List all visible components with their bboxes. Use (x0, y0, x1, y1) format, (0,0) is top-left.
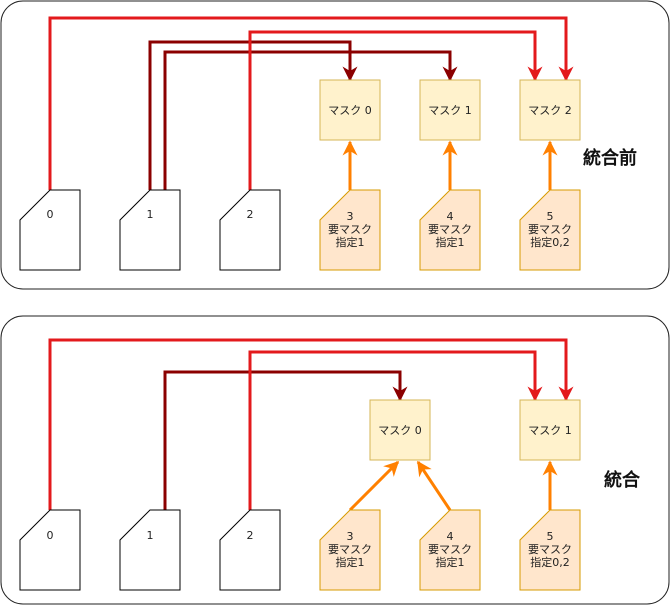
request-number: 4 (447, 530, 454, 543)
mask-label: マスク 1 (428, 104, 472, 117)
page-node: 1 (119, 189, 181, 271)
request-spec: 指定1 (336, 555, 365, 569)
connector-page0-mask2 (48, 16, 574, 190)
page-label: 2 (247, 529, 254, 542)
request-node: 3 要マスク 指定1 (319, 189, 381, 271)
panel-before: 0 1 2 マスク 0 マスク 1 マスク 2 3 要マスク 指定1 (0, 0, 670, 290)
request-spec: 指定1 (336, 235, 365, 249)
mask-label: マスク 2 (528, 104, 572, 117)
page-label: 0 (47, 208, 54, 221)
page-node: 1 (119, 509, 181, 591)
page-shape (219, 189, 281, 271)
connector-page1-mask1 (163, 50, 458, 190)
mask-box (519, 399, 581, 461)
request-number: 5 (547, 530, 554, 543)
request-label: 要マスク (328, 223, 372, 236)
page-node: 2 (219, 189, 281, 271)
page-node: 0 (19, 189, 81, 271)
mask-node: マスク 1 (419, 79, 481, 141)
request-label: 要マスク (528, 543, 572, 556)
request-number: 4 (447, 210, 454, 223)
request-shape (319, 509, 381, 591)
request-shape (419, 509, 481, 591)
mask-node: マスク 1 (519, 399, 581, 461)
page-shape (119, 189, 181, 271)
page-node: 0 (19, 509, 81, 591)
mask-label: マスク 0 (378, 424, 422, 437)
mask-box (519, 79, 581, 141)
page-shape (19, 509, 81, 591)
request-spec: 指定0,2 (530, 555, 570, 569)
mask-label: マスク 0 (328, 104, 372, 117)
connector-page0-mask1 (48, 338, 574, 510)
connector-page1-mask0 (163, 370, 408, 510)
page-label: 0 (47, 529, 54, 542)
request-spec: 指定1 (436, 555, 465, 569)
request-node: 4 要マスク 指定1 (419, 189, 481, 271)
mask-node: マスク 0 (319, 79, 381, 141)
mask-box (369, 399, 431, 461)
mask-label: マスク 1 (528, 424, 572, 437)
request-label: 要マスク (528, 223, 572, 236)
mask-box (319, 79, 381, 141)
panel-after: 0 1 2 マスク 0 マスク 1 3 要マスク 指定1 4 要 (0, 315, 670, 605)
request-label: 要マスク (328, 543, 372, 556)
request-node: 4 要マスク 指定1 (419, 509, 481, 591)
mask-box (419, 79, 481, 141)
request-shape (519, 509, 581, 591)
page-label: 1 (147, 208, 154, 221)
panel-title: 統合 (604, 469, 641, 491)
page-label: 1 (147, 529, 154, 542)
request-shape (519, 189, 581, 271)
request-shape (319, 189, 381, 271)
mask-node: マスク 2 (519, 79, 581, 141)
panel-title: 統合前 (583, 147, 637, 169)
page-node: 2 (219, 509, 281, 591)
page-shape (19, 189, 81, 271)
connector-page2-mask2 (248, 30, 543, 190)
request-shape (419, 189, 481, 271)
connector-request3-mask0 (348, 460, 400, 512)
request-number: 3 (347, 210, 354, 223)
mask-node: マスク 0 (369, 399, 431, 461)
page-shape (119, 509, 181, 591)
request-node: 5 要マスク 指定0,2 (519, 189, 581, 271)
connector-request4-mask0 (416, 460, 452, 511)
page-label: 2 (247, 208, 254, 221)
request-label: 要マスク (428, 543, 472, 556)
page-shape (219, 509, 281, 591)
request-node: 5 要マスク 指定0,2 (519, 509, 581, 591)
request-spec: 指定1 (436, 235, 465, 249)
request-number: 3 (347, 530, 354, 543)
connector-page2-mask1 (248, 350, 543, 510)
request-spec: 指定0,2 (530, 235, 570, 249)
request-node: 3 要マスク 指定1 (319, 509, 381, 591)
request-label: 要マスク (428, 223, 472, 236)
request-number: 5 (547, 210, 554, 223)
